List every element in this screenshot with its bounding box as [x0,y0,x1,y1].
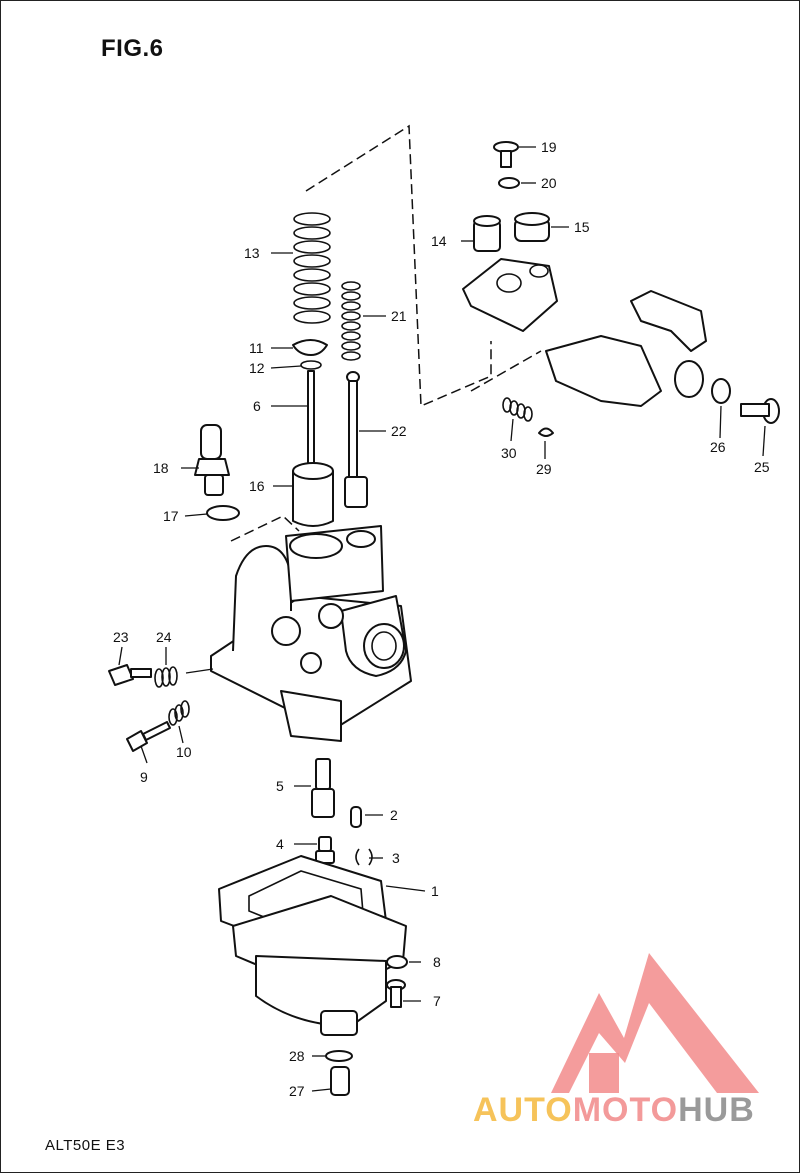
part-24-screw-spring [154,666,178,688]
part-17-o-ring [206,505,240,521]
part-22-starter-plunger [344,371,368,508]
watermark-text: AUTOMOTOHUB [473,1091,755,1130]
assembly-guide-line-throttle [230,515,300,542]
lever-bushing [674,360,704,398]
carburetor-top-cover [462,258,558,332]
callout-11: 11 [249,340,264,356]
part-7-float-chamber-screw [386,979,406,1008]
part-15-cap [514,212,550,242]
callout-19: 19 [541,139,557,155]
callout-10: 10 [176,744,192,760]
callout-20: 20 [541,175,557,191]
carburetor-body [210,525,412,742]
model-code: ALT50E E3 [45,1137,126,1154]
callout-15: 15 [574,219,590,235]
callout-26: 26 [710,439,726,455]
callout-8: 8 [433,954,441,970]
part-13-throttle-spring [293,212,331,324]
part-18-fuel-fitting [194,424,230,496]
callout-12: 12 [249,360,265,376]
part-11-needle-clip [292,339,328,356]
watermark-hub: HUB [678,1091,755,1129]
part-5-main-jet [311,758,335,818]
callout-6: 6 [253,398,261,414]
part-19-cover-screw [493,141,519,168]
starter-lever [545,335,662,407]
callout-18: 18 [153,460,169,476]
part-3-clip [355,848,373,866]
logo-triangle-mark [509,917,759,1093]
callout-9: 9 [140,769,148,785]
assembly-guide-line-upper [305,124,492,408]
part-30-detent-spring [502,397,533,422]
callout-27: 27 [289,1083,305,1099]
part-16-throttle-valve [292,462,334,527]
callout-23: 23 [113,629,129,645]
watermark-auto: AUTO [473,1091,573,1129]
callout-13: 13 [244,245,260,261]
part-20-cover-washer [498,177,520,189]
starter-lever-arm [630,290,707,352]
part-6-jet-needle [307,370,315,467]
part-14-cable-adjuster-cap [473,215,501,252]
part-27-drain-screw [330,1066,350,1096]
part-9-air-screw [126,721,171,752]
part-21-starter-spring [341,281,361,361]
callout-22: 22 [391,423,407,439]
callout-28: 28 [289,1048,305,1064]
callout-4: 4 [276,836,284,852]
watermark-moto: MOTO [572,1091,679,1129]
assembly-guide-line-lower [470,350,542,392]
float-chamber [232,895,407,1036]
callout-25: 25 [754,459,770,475]
part-23-throttle-stop-screw [108,664,152,686]
part-25-lever-screw [740,398,780,424]
watermark-logo [509,917,759,1093]
callout-30: 30 [501,445,517,461]
part-8-screw-washer [386,955,408,969]
part-28-drain-washer [325,1050,353,1062]
callout-24: 24 [156,629,172,645]
callout-2: 2 [390,807,398,823]
part-4-float-valve [315,836,335,864]
part-2-pin [350,806,362,828]
callout-17: 17 [163,508,179,524]
callout-21: 21 [391,308,407,324]
part-10-air-screw-spring [168,700,190,726]
callout-5: 5 [276,778,284,794]
callout-3: 3 [392,850,400,866]
figure-title: FIG.6 [101,35,164,62]
callout-1: 1 [431,883,439,899]
callout-16: 16 [249,478,265,494]
callout-14: 14 [431,233,447,249]
part-29-detent-ball [538,427,554,437]
part-12-retainer [300,360,322,370]
callout-7: 7 [433,993,441,1009]
part-26-lever-washer [711,378,731,404]
callout-29: 29 [536,461,552,477]
